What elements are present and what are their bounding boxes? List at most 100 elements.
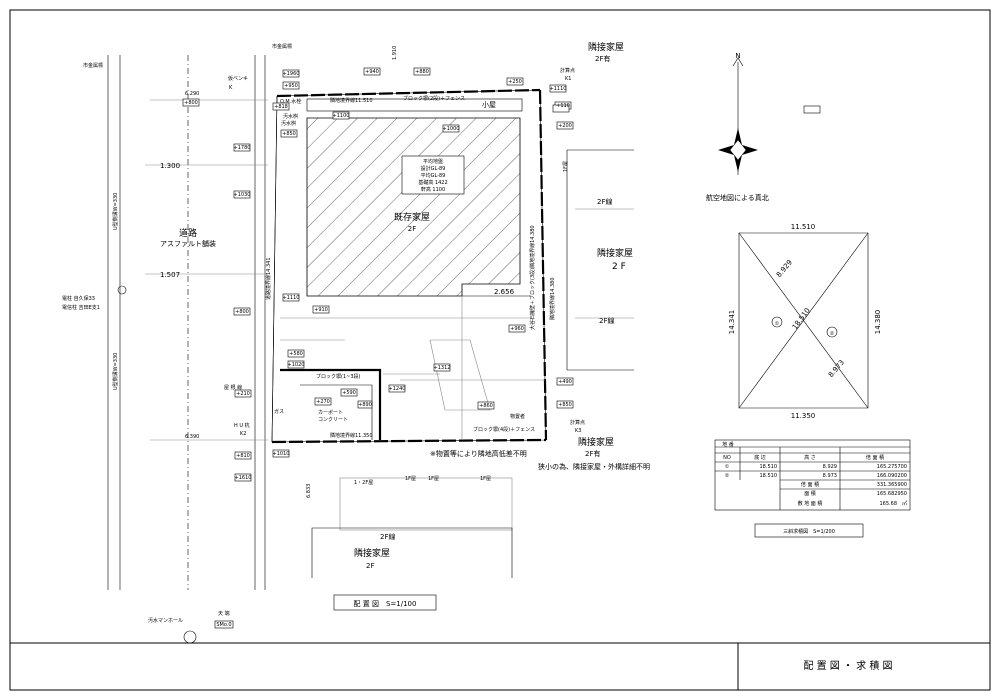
tri-t1: ① [775, 321, 780, 327]
sewer-box-label: 汚水桝 [283, 113, 298, 120]
level-6: +1030 [234, 192, 251, 198]
bottom-house: 隣接家屋 [354, 547, 390, 559]
level-29: +880 [415, 69, 429, 75]
tri-h1: 8.929 [775, 258, 794, 278]
level-4: +850 [282, 131, 296, 137]
level-boxes [182, 67, 821, 629]
water-meter-label: O.M.水栓 [280, 98, 301, 105]
existing-house-floors: 2F [408, 225, 416, 233]
bottom-neighbor [311, 477, 513, 578]
gas-label: ガス [274, 408, 284, 415]
existing-house-label: 既存家屋 [394, 211, 430, 223]
tri-top: 11.510 [791, 223, 816, 231]
table-row2-no: ② [725, 473, 730, 479]
right-boundary-dim-2: 隣地境界線14.380 [549, 278, 556, 321]
bench-k-label: K [229, 85, 233, 91]
table-row1-base: 18.510 [760, 464, 778, 470]
ground-label: 天 端 [218, 610, 230, 617]
right-boundary-dim: 大谷石擁壁＋ブロック(3段)隣地境界線14.380 [529, 225, 536, 330]
level-15: +270 [316, 399, 330, 405]
note-line-1: ※物置等により隣地高低差不明 [430, 449, 527, 458]
existing-house [306, 117, 521, 297]
neighbor-mid-wall: 2F線 [597, 197, 612, 206]
area-table [714, 439, 911, 511]
heights-row-0: 平均地盤 [423, 158, 443, 165]
sheet-border [9, 9, 991, 691]
sewer-manhole-symbol [183, 630, 197, 644]
north-arrow-icon [718, 57, 758, 175]
temp-bench-label: 仮ベンキ [228, 75, 248, 82]
table-row2-base: 18.510 [760, 473, 778, 479]
level-26: +110 [556, 103, 570, 109]
shed [306, 98, 523, 112]
road-width-bottom: 6.390 [185, 434, 199, 440]
tri-caption: 三斜求積図 S=1/200 [783, 528, 835, 535]
table-header-double: 倍 面 積 [866, 454, 884, 461]
table-header-base: 底 辺 [754, 454, 766, 461]
north-note: 航空地図による真北 [706, 193, 769, 202]
level-18: +810 [236, 453, 250, 459]
hu-k2: K2 [240, 431, 246, 437]
level-14: +590 [342, 390, 356, 396]
sewer-box-2: 汚水桝 [281, 120, 296, 127]
level-30: +940 [365, 69, 379, 75]
level-5: +1780 [234, 145, 251, 151]
storage-label: 物置者 [510, 413, 525, 420]
hu-label: H U 杭 [234, 422, 250, 429]
heights-row-3: 基礎高 1422 [418, 179, 447, 186]
neighbor-mid-floors: 2 F [612, 262, 626, 272]
concrete-label: コンクリート [318, 417, 348, 423]
block-top-label: ブロック塀(2段)＋フェンス [403, 95, 465, 102]
level-0: +1960 [283, 71, 300, 77]
table-corner: 地 番 [722, 441, 734, 448]
table-row1-height: 8.929 [823, 464, 837, 470]
level-7: +1110 [283, 295, 300, 301]
heights-row-2: 平均GL-89 [421, 172, 446, 179]
neighbor-top-sub: 2F有 [595, 54, 610, 63]
utility-pole-1: 電柱 自久保33 [62, 295, 95, 302]
k1: K1 [565, 76, 571, 82]
table-sum3-unit: ㎡ [902, 500, 907, 507]
k1-label: 計算点 [560, 67, 575, 74]
k3-label: 計算点 [570, 419, 585, 426]
level-20: +1610 [235, 475, 252, 481]
neighbor-1f: 1F屋 [563, 161, 569, 172]
tri-t2: ② [830, 331, 835, 337]
table-row2-double: 166.090200 [877, 473, 907, 479]
table-header-no: NO [723, 455, 731, 461]
top-boundary-dim: 隣地境界線11.510 [330, 97, 373, 104]
right-neighbors [566, 149, 634, 371]
table-header-height: 高 さ [804, 454, 816, 461]
plan-caption: 配 置 図 S=1/100 [354, 600, 417, 608]
level-16: +890 [358, 402, 372, 408]
neighbor-bottom-sub: 2F有 [585, 449, 600, 458]
bottom-wall: 2F線 [380, 532, 395, 541]
bottom-roof-3: 1F屋 [480, 476, 491, 482]
road-width-top: 6.290 [185, 91, 199, 97]
title-block-text: 配 置 図 ・ 求 積 図 [803, 659, 892, 672]
manhole-small: SMo.0 [216, 622, 231, 628]
k3: K3 [575, 428, 581, 434]
neighbor-low-wall: 2F線 [599, 316, 614, 325]
table-row1-double: 165.275700 [877, 464, 907, 470]
bottom-roof-2: 1F屋 [428, 476, 439, 482]
note-line-2: 狭小の為、隣接家屋・外構詳細不明 [538, 462, 650, 471]
bottom-roof-0: 1・2F屋 [354, 480, 373, 486]
level-9: +910 [314, 307, 328, 313]
neighbor-top: 隣接家屋 [588, 41, 624, 53]
road-surface-label: アスファルト舗装 [160, 239, 216, 248]
level-12: +1240 [389, 386, 406, 392]
neighbor-mid-house: 隣接家屋 [597, 247, 633, 259]
heights-row-4: 軒高 1100 [421, 186, 445, 193]
tri-bottom: 11.350 [791, 412, 816, 420]
heights-row-1: 設計GL-89 [421, 165, 446, 172]
bottom-roof-1: 1F屋 [405, 476, 416, 482]
shed-label: 小屋 [482, 100, 496, 109]
dim-1910: 1.910 [392, 46, 398, 60]
block-wall-label: ブロック塀(1~3段) [316, 373, 361, 380]
carport-label: カーポート [318, 409, 343, 416]
level-31: +1100 [333, 113, 350, 119]
table-sum3-value: 165.68 [880, 501, 898, 507]
tri-left: 14.341 [728, 310, 736, 335]
